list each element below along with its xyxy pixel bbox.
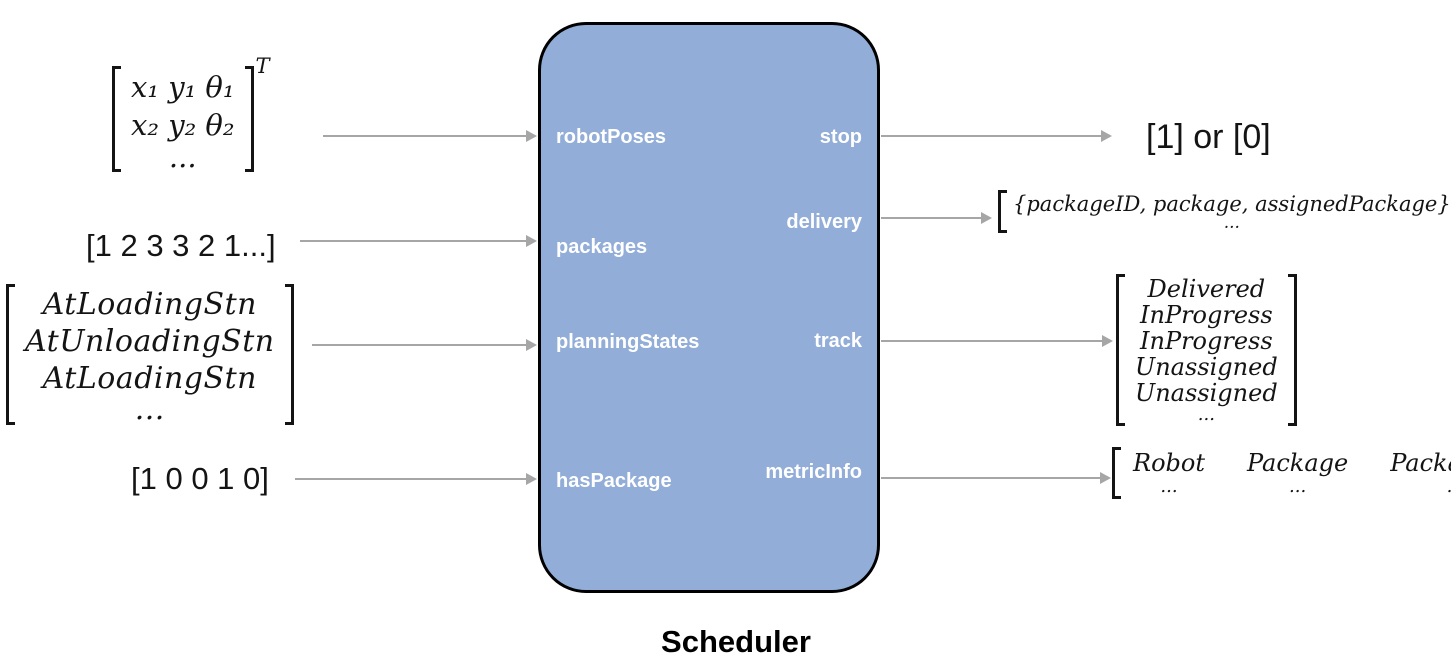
output-matrix-metric-info: Robot Package PackageID ... ... ... — [1112, 447, 1451, 499]
input-arrow-robot-poses — [323, 130, 537, 142]
left-bracket — [998, 190, 1007, 233]
input-arrow-packages — [300, 235, 537, 247]
output-arrow-track — [881, 335, 1113, 347]
output-port-metricinfo: metricInfo — [765, 461, 862, 483]
arrowhead-icon — [526, 473, 537, 485]
input-matrix-planning-states: AtLoadingStn AtUnloadingStn AtLoadingStn… — [6, 284, 294, 425]
matrix-ellipsis: ... — [1197, 404, 1215, 425]
arrowhead-icon — [1100, 472, 1111, 484]
transpose-superscript: T — [255, 54, 270, 78]
matrix-ellipsis: ... — [1160, 476, 1178, 497]
arrowhead-icon — [981, 212, 992, 224]
input-port-haspackage: hasPackage — [556, 470, 672, 492]
matrix-ellipsis: ... — [1447, 477, 1451, 497]
left-bracket — [6, 284, 15, 425]
left-bracket — [1116, 274, 1125, 426]
left-bracket — [1112, 447, 1121, 499]
matrix-row: Unassigned — [1135, 379, 1278, 407]
matrix-row: Unassigned — [1135, 353, 1278, 381]
arrowhead-icon — [1101, 130, 1112, 142]
matrix-ellipsis: ... — [134, 392, 165, 427]
matrix-row: Delivered — [1147, 275, 1266, 303]
matrix-row: InProgress — [1140, 301, 1273, 329]
metric-column-header: PackageID — [1390, 449, 1451, 477]
input-port-robotposes: robotPoses — [556, 126, 667, 148]
right-bracket — [1287, 274, 1297, 426]
input-value-has-package: [1 0 0 1 0] — [131, 461, 269, 496]
output-arrow-delivery — [881, 212, 992, 224]
output-value-stop: [1] or [0] — [1146, 118, 1271, 156]
matrix-row: AtUnloadingStn — [25, 324, 275, 359]
matrix-ellipsis: ... — [1289, 476, 1307, 497]
output-port-delivery: delivery — [786, 211, 862, 233]
left-bracket — [112, 66, 121, 172]
metric-column-header: Package — [1246, 449, 1349, 477]
input-port-packages: packages — [556, 236, 648, 258]
input-value-packages: [1 2 3 3 2 1...] — [86, 228, 276, 263]
output-arrow-stop — [881, 130, 1112, 142]
matrix-ellipsis: ... — [168, 140, 197, 174]
scheduler-block: robotPoses packages planningStates hasPa… — [538, 22, 880, 593]
matrix-row: {packageID, package, assignedPackage} — [1013, 192, 1451, 216]
input-arrow-planning-states — [312, 339, 537, 351]
arrowhead-icon — [1102, 335, 1113, 347]
output-port-track: track — [814, 330, 862, 352]
matrix-row: x₂ y₂ θ₂ — [131, 108, 235, 142]
output-matrix-delivery: {packageID, package, assignedPackage} ..… — [998, 190, 1451, 233]
input-arrow-has-package — [295, 473, 537, 485]
arrowhead-icon — [526, 235, 537, 247]
matrix-row: AtLoadingStn — [42, 361, 257, 396]
matrix-row: x₁ y₁ θ₁ — [131, 70, 235, 104]
block-title: Scheduler — [661, 624, 811, 659]
matrix-row: AtLoadingStn — [42, 287, 257, 322]
output-arrow-metric-info — [881, 472, 1111, 484]
metric-column-header: Robot — [1133, 449, 1205, 477]
output-matrix-track: Delivered InProgress InProgress Unassign… — [1116, 274, 1297, 426]
arrowhead-icon — [526, 339, 537, 351]
right-bracket — [244, 66, 254, 172]
matrix-ellipsis: ... — [1223, 213, 1240, 233]
right-bracket — [284, 284, 294, 425]
matrix-row: InProgress — [1140, 327, 1273, 355]
output-port-stop: stop — [819, 126, 862, 148]
input-matrix-robot-poses: x₁ y₁ θ₁ x₂ y₂ θ₂ ... T — [112, 54, 270, 174]
input-port-planningstates: planningStates — [556, 331, 700, 353]
arrowhead-icon — [526, 130, 537, 142]
